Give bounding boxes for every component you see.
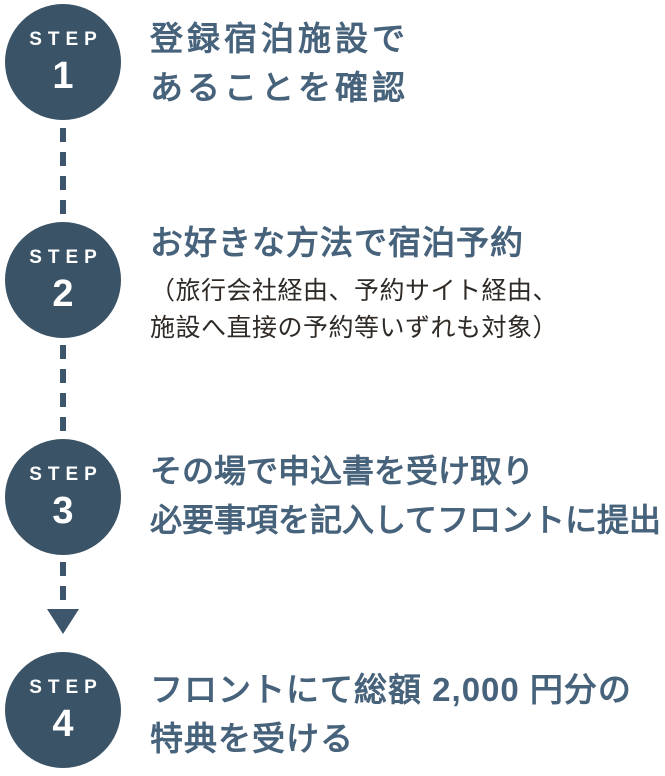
- step-3-title: その場で申込書を受け取り 必要事項を記入してフロントに提出: [150, 447, 665, 545]
- step-3-title-line-2: 必要事項を記入してフロントに提出: [150, 502, 662, 538]
- step-3-number: 3: [52, 489, 74, 532]
- step-3-label: STEP: [29, 463, 103, 485]
- step-3-text: その場で申込書を受け取り 必要事項を記入してフロントに提出: [150, 447, 665, 545]
- step-2-note-line-1: （旅行会社経由、予約サイト経由、: [150, 277, 559, 305]
- step-4-badge: STEP 4: [5, 652, 121, 768]
- step-1-number: 1: [52, 54, 74, 97]
- step-3-badge: STEP 3: [5, 439, 121, 555]
- step-2-title: お好きな方法で宿泊予約: [150, 218, 665, 267]
- step-1-label: STEP: [29, 28, 103, 50]
- step-2-note: （旅行会社経由、予約サイト経由、 施設へ直接の予約等いずれも対象）: [150, 273, 665, 347]
- step-1-title-line-2: あることを確認: [150, 69, 409, 106]
- dashed-connector-2: [60, 345, 66, 433]
- step-2-number: 2: [52, 272, 74, 315]
- step-1-text: 登録宿泊施設で あることを確認: [150, 14, 665, 112]
- step-2-text: お好きな方法で宿泊予約 （旅行会社経由、予約サイト経由、 施設へ直接の予約等いず…: [150, 218, 665, 347]
- dashed-connector-1: [60, 128, 66, 216]
- step-2-note-line-2: 施設へ直接の予約等いずれも対象）: [150, 314, 559, 342]
- step-1-title-line-1: 登録宿泊施設で: [150, 20, 409, 57]
- step-4-label: STEP: [29, 676, 103, 698]
- step-4-number: 4: [52, 702, 74, 745]
- step-4-title-line-1: フロントにて総額 2,000 円分の: [150, 671, 632, 708]
- step-2-badge: STEP 2: [5, 222, 121, 338]
- step-3-title-line-1: その場で申込書を受け取り: [150, 453, 535, 489]
- step-1-title: 登録宿泊施設で あることを確認: [150, 14, 665, 112]
- step-4-title: フロントにて総額 2,000 円分の 特典を受ける: [150, 665, 665, 763]
- step-1-badge: STEP 1: [5, 4, 121, 120]
- arrow-down-icon: [47, 609, 79, 634]
- step-4-text: フロントにて総額 2,000 円分の 特典を受ける: [150, 665, 665, 763]
- step-4-title-line-2: 特典を受ける: [150, 720, 354, 757]
- step-2-title-line-1: お好きな方法で宿泊予約: [150, 224, 524, 261]
- step-2-label: STEP: [29, 246, 103, 268]
- dashed-connector-3: [60, 562, 66, 608]
